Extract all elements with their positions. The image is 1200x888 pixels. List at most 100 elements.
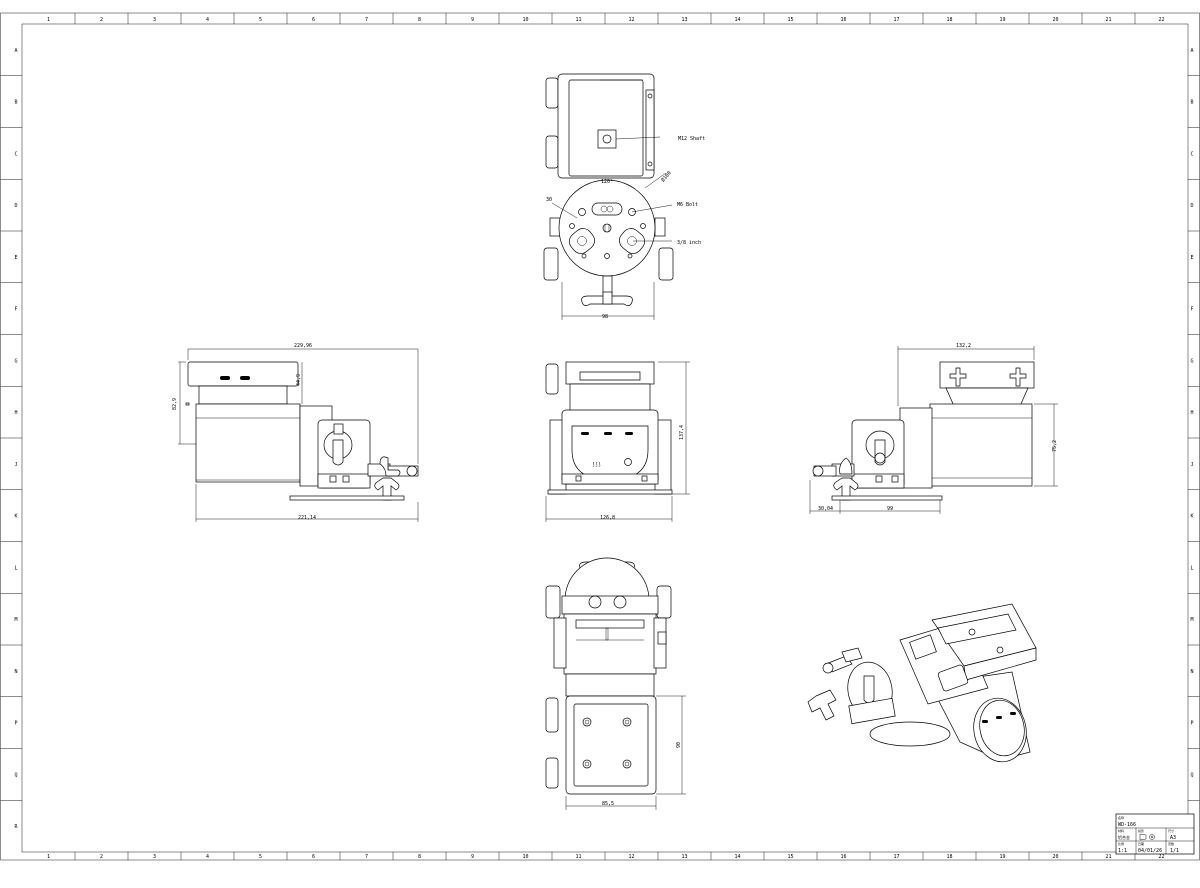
zone-row-label-left: D xyxy=(14,203,17,209)
right-knob-dim: 30,04 xyxy=(818,506,833,512)
zone-column-label-top: 12 xyxy=(628,17,634,23)
scale-value: 1:1 xyxy=(1118,848,1127,854)
zone-column-label-top: 18 xyxy=(946,17,952,23)
zone-row-label-right: E xyxy=(1190,255,1193,261)
zone-column-label-top: 20 xyxy=(1052,17,1058,23)
zone-column-label-bottom: 7 xyxy=(365,854,368,860)
zone-column-label-top: 22 xyxy=(1158,17,1164,23)
zone-column-label-top: 2 xyxy=(100,17,103,23)
zone-column-label-bottom: 17 xyxy=(893,854,899,860)
zone-column-label-bottom: 4 xyxy=(206,854,209,860)
front-height-dim: 137,4 xyxy=(679,425,685,440)
zone-row-label-right: M xyxy=(1190,617,1193,623)
zone-row-label-right: Q xyxy=(1190,772,1193,778)
zone-row-label-left: R xyxy=(14,824,18,830)
zone-column-label-bottom: 3 xyxy=(153,854,156,860)
bottom-width-dim: 85,5 xyxy=(602,801,614,807)
zone-row-label-right: K xyxy=(1190,514,1193,520)
zone-column-label-bottom: 9 xyxy=(471,854,474,860)
zone-column-label-bottom: 20 xyxy=(1052,854,1058,860)
zone-column-label-bottom: 19 xyxy=(999,854,1005,860)
zone-row-label-left: K xyxy=(14,514,17,520)
zone-row-label-right: J xyxy=(1190,462,1193,468)
zone-ticks xyxy=(0,13,1200,860)
part-no-label: 名称 xyxy=(1118,815,1124,820)
zone-column-label-top: 8 xyxy=(418,17,421,23)
zone-column-label-bottom: 5 xyxy=(259,854,262,860)
zone-row-label-right: C xyxy=(1190,151,1193,157)
zone-column-label-top: 11 xyxy=(575,17,581,23)
zone-row-label-left: L xyxy=(14,565,17,571)
date-value: 04/01/26 xyxy=(1138,848,1162,854)
left-height-dim: 82,9 xyxy=(172,398,178,410)
front-view: ⟆⟆⟆ 137,4 126,8 xyxy=(545,361,690,522)
callout-inch: 3/8 inch xyxy=(677,240,701,246)
zone-column-label-bottom: 11 xyxy=(575,854,581,860)
isometric-view xyxy=(807,603,1037,763)
zone-column-label-top: 15 xyxy=(787,17,793,23)
zone-row-label-left: J xyxy=(14,462,17,468)
zone-column-label-bottom: 8 xyxy=(418,854,421,860)
date-label: 日期 xyxy=(1138,841,1144,846)
scale-label: 比例 xyxy=(1118,841,1124,846)
right-base-dim: 99 xyxy=(887,506,893,512)
zone-column-label-top: 4 xyxy=(206,17,209,23)
zone-column-label-bottom: 16 xyxy=(840,854,846,860)
zone-column-label-top: 9 xyxy=(471,17,474,23)
left-length-dim: 229,96 xyxy=(294,343,312,349)
zone-column-label-bottom: 1 xyxy=(47,854,50,860)
right-top-dim: 132,2 xyxy=(956,343,971,349)
callout-bolt: M6 Bolt xyxy=(677,202,698,208)
svg-text:⟆⟆⟆: ⟆⟆⟆ xyxy=(592,462,601,468)
bottom-height-dim: 90 xyxy=(676,742,682,748)
zone-column-label-top: 19 xyxy=(999,17,1005,23)
zone-column-label-top: 3 xyxy=(153,17,156,23)
zone-row-label-left: B xyxy=(14,100,17,106)
zone-row-label-left: N xyxy=(14,669,17,675)
zone-column-label-top: 6 xyxy=(312,17,315,23)
zone-row-label-right: L xyxy=(1190,565,1193,571)
zone-column-label-top: 5 xyxy=(259,17,262,23)
zone-column-label-bottom: 12 xyxy=(628,854,634,860)
zone-column-label-top: 13 xyxy=(681,17,687,23)
zone-row-label-left: M xyxy=(14,617,17,623)
title-block: 名称 WD-166 材料 铝合金 投影 尺寸 A3 比例 1:1 日期 04/0… xyxy=(1115,813,1195,855)
bottom-view: 90 85,5 xyxy=(545,557,686,810)
zone-row-label-left: Q xyxy=(14,772,17,778)
sheet-size: A3 xyxy=(1170,835,1176,841)
zone-column-label-top: 16 xyxy=(840,17,846,23)
callout-shaft: M12 Shaft xyxy=(678,136,705,142)
projection-symbol-icon xyxy=(1139,833,1155,841)
left-plate-dim: 44,9 xyxy=(296,374,302,386)
zone-row-label-right: P xyxy=(1190,721,1193,727)
zone-column-label-bottom: 14 xyxy=(734,854,740,860)
right-height-dim: 75,2 xyxy=(1052,440,1058,452)
material-value: 铝合金 xyxy=(1118,834,1130,840)
zone-row-label-right: G xyxy=(1190,358,1193,364)
zone-column-label-top: 1 xyxy=(47,17,50,23)
angle-label: 120° xyxy=(601,179,613,185)
zone-row-label-left: E xyxy=(14,255,17,261)
zone-column-label-bottom: 18 xyxy=(946,854,952,860)
zone-row-label-left: H xyxy=(14,410,17,416)
left-base-dim: 221,14 xyxy=(298,515,316,521)
zone-row-label-right: N xyxy=(1190,669,1193,675)
dim-30: 30 xyxy=(546,197,552,203)
left-side-view: 229,96 82,9 44,9 221,14 xyxy=(172,343,419,522)
diameter-label: Ø100 xyxy=(660,170,673,184)
zone-row-label-left: G xyxy=(14,358,17,364)
zone-column-label-bottom: 13 xyxy=(681,854,687,860)
material-label: 材料 xyxy=(1118,828,1124,833)
zone-row-label-right: A xyxy=(1190,48,1193,54)
zone-row-label-left: P xyxy=(14,721,17,727)
sheet-number: 1/1 xyxy=(1170,848,1179,854)
zone-column-label-bottom: 2 xyxy=(100,854,103,860)
zone-column-label-top: 14 xyxy=(734,17,740,23)
zone-column-label-top: 21 xyxy=(1105,17,1111,23)
projection-label: 投影 xyxy=(1138,828,1144,833)
